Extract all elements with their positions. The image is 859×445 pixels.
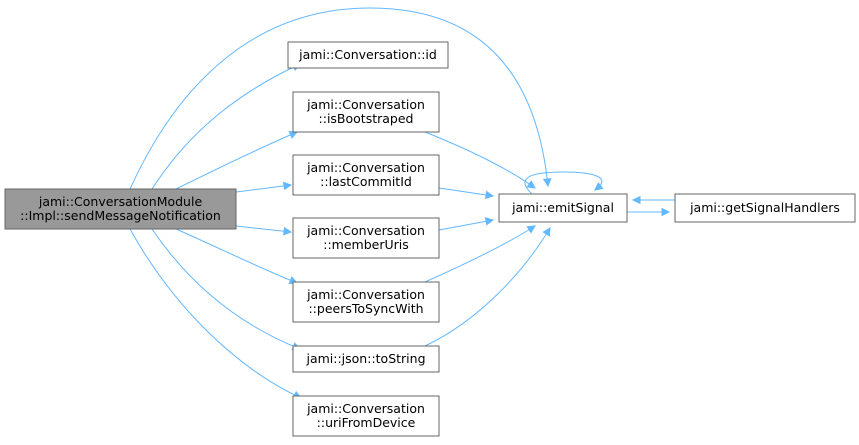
nodes-layer: jami::ConversationModule::Impl::sendMess… <box>4 41 856 437</box>
node-box <box>292 345 440 373</box>
node-getSignalHandlers[interactable]: jami::getSignalHandlers <box>674 193 856 223</box>
edge-line <box>151 228 301 350</box>
edge-line <box>175 228 298 284</box>
edge-line <box>438 187 494 197</box>
edge-root-to-toString <box>151 228 302 351</box>
edge-arrowhead <box>484 217 495 226</box>
edge-line <box>235 225 292 233</box>
edge-emitSignal-to-getSignalHandlers <box>627 207 671 217</box>
node-uriFromDevice[interactable]: jami::Conversation::uriFromDevice <box>292 395 440 437</box>
node-label-line: jami::Conversation <box>306 401 425 416</box>
node-box <box>287 41 449 69</box>
node-box <box>4 188 237 230</box>
edge-root-to-memberUris <box>235 225 293 236</box>
node-memberUris[interactable]: jami::Conversation::memberUris <box>292 217 440 259</box>
edge-getSignalHandlers-to-emitSignal <box>631 195 675 205</box>
edge-root-to-lastCommit <box>235 181 293 193</box>
edge-arrowhead <box>661 207 671 217</box>
edge-root-to-uriFromDevice <box>129 228 303 399</box>
edge-emitSignal-to-emitSignal <box>524 171 604 195</box>
edge-arrowhead <box>526 180 536 189</box>
edge-line <box>424 131 536 189</box>
edge-arrowhead <box>631 195 641 205</box>
edge-arrowhead <box>542 227 551 237</box>
edge-line <box>424 225 536 283</box>
edge-arrowhead <box>283 226 293 236</box>
node-label-line: jami::ConversationModule <box>38 194 203 209</box>
node-label-line: ::peersToSyncWith <box>308 301 423 316</box>
node-box <box>292 281 440 323</box>
edge-root-to-isBoot <box>175 131 299 190</box>
node-isBoot[interactable]: jami::Conversation::isBootstraped <box>292 91 440 133</box>
node-label-line: jami::Conversation <box>306 160 425 175</box>
edge-line <box>151 63 301 190</box>
edge-line <box>235 184 292 193</box>
node-toString[interactable]: jami::json::toString <box>292 345 440 373</box>
edge-memberUris-to-emitSignal <box>438 217 495 231</box>
node-label-line: jami::json::toString <box>305 351 425 366</box>
node-box <box>674 193 856 223</box>
edge-isBoot-to-emitSignal <box>424 131 536 189</box>
node-label-line: jami::emitSignal <box>511 200 614 215</box>
edge-toString-to-emitSignal <box>424 227 551 347</box>
edge-line <box>129 7 549 190</box>
edge-line <box>438 219 494 231</box>
edge-peers-to-emitSignal <box>424 225 536 283</box>
node-box <box>292 217 440 259</box>
edge-arrowhead <box>526 225 536 234</box>
node-label-line: jami::getSignalHandlers <box>689 200 840 215</box>
edge-line <box>175 131 298 190</box>
edge-arrowhead <box>594 181 604 191</box>
edge-line <box>129 228 302 399</box>
node-label-line: ::isBootstraped <box>319 111 414 126</box>
node-label-line: ::lastCommitId <box>320 174 412 189</box>
node-label-line: jami::Conversation <box>306 287 425 302</box>
node-label-line: jami::Conversation <box>306 97 425 112</box>
node-box <box>498 193 628 223</box>
node-box <box>292 395 440 437</box>
edge-root-to-peers <box>175 228 299 285</box>
node-label-line: ::uriFromDevice <box>317 415 416 430</box>
edge-lastCommit-to-emitSignal <box>438 187 495 200</box>
node-peers[interactable]: jami::Conversation::peersToSyncWith <box>292 281 440 323</box>
edge-line <box>524 171 603 195</box>
node-label-line: jami::Conversation::id <box>298 47 437 62</box>
node-box <box>292 154 440 196</box>
edge-arrowhead <box>288 131 299 139</box>
node-label-line: ::memberUris <box>323 237 409 252</box>
edge-arrowhead <box>484 190 495 200</box>
node-box <box>292 91 440 133</box>
edge-arrowhead <box>542 178 552 188</box>
node-emitSignal[interactable]: jami::emitSignal <box>498 193 628 223</box>
edge-root-to-emitSignal <box>129 7 552 190</box>
edge-root-to-id <box>151 63 302 190</box>
node-label-line: ::Impl::sendMessageNotification <box>20 208 221 223</box>
node-label-line: jami::Conversation <box>306 223 425 238</box>
node-root[interactable]: jami::ConversationModule::Impl::sendMess… <box>4 188 237 230</box>
node-lastCommit[interactable]: jami::Conversation::lastCommitId <box>292 154 440 196</box>
edge-arrowhead <box>283 181 293 191</box>
node-id[interactable]: jami::Conversation::id <box>287 41 449 69</box>
edge-line <box>424 227 551 347</box>
